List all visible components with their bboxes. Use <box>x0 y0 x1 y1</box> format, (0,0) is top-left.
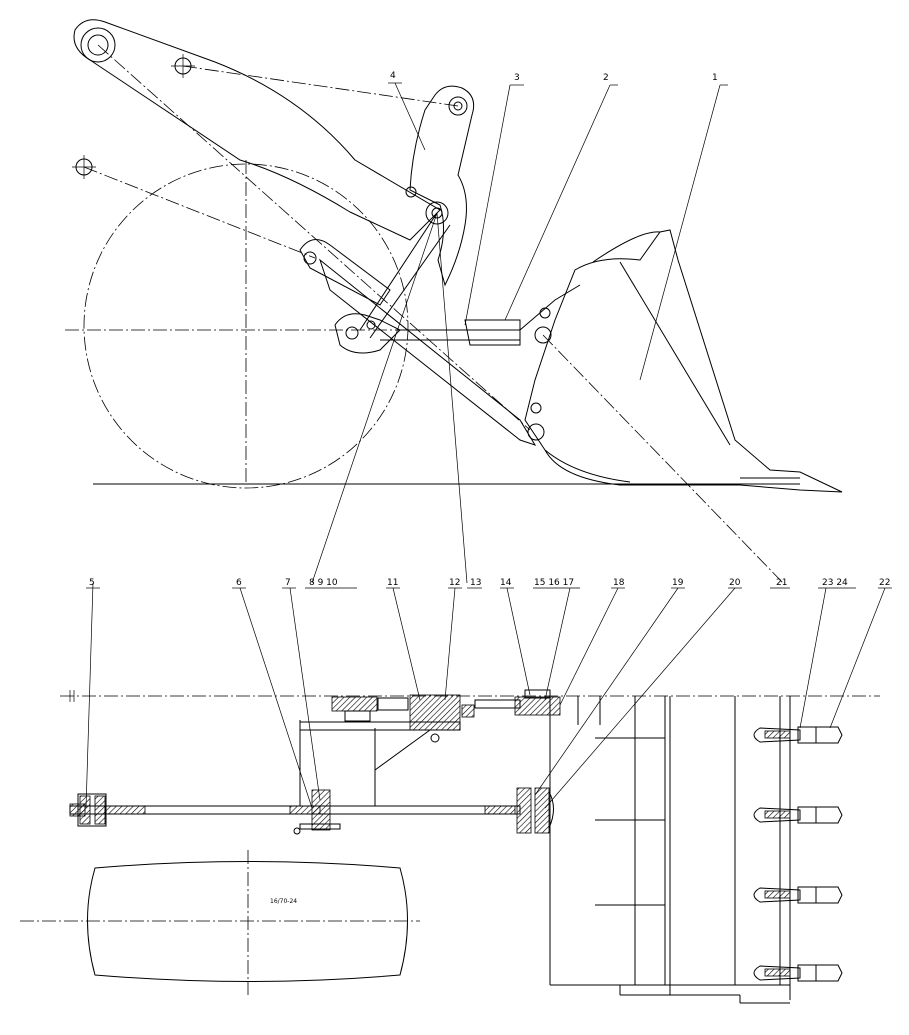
label-part-22: 22 <box>879 578 890 588</box>
boom-arm <box>73 19 537 446</box>
label-part-13: 13 <box>470 578 481 588</box>
rocker-arm <box>182 65 475 287</box>
bucket-teeth <box>753 726 843 982</box>
label-part-18: 18 <box>613 578 625 588</box>
label-part-4: 4 <box>390 71 396 81</box>
leader-13 <box>436 212 468 584</box>
label-part-12: 12 <box>449 578 460 588</box>
side-view <box>65 19 843 586</box>
tire-size-note: 16/70-24 <box>270 898 297 905</box>
label-part-19: 19 <box>672 578 684 588</box>
tilt-link <box>334 212 521 354</box>
label-part-3: 3 <box>514 73 520 83</box>
bucket-plan <box>549 696 791 1004</box>
bucket <box>519 229 843 586</box>
label-part-1: 1 <box>712 73 718 83</box>
label-part-11: 11 <box>387 578 398 588</box>
leader-8 <box>311 212 438 584</box>
label-part-15-16-17: 15 16 17 <box>534 578 574 588</box>
plan-leaders <box>85 582 892 809</box>
label-part-14: 14 <box>500 578 512 588</box>
label-part-5: 5 <box>89 578 95 588</box>
label-part-21: 21 <box>776 578 787 588</box>
label-part-6: 6 <box>236 578 242 588</box>
label-part-23-24: 23 24 <box>822 578 848 588</box>
tire-plan: 16/70-24 <box>20 850 420 995</box>
front-wheel-outline <box>83 163 409 489</box>
label-part-8-9-10: 8 9 10 <box>309 578 338 588</box>
part-number-labels: 1 2 3 4 5 6 7 8 9 10 11 12 13 14 15 16 1… <box>89 71 890 588</box>
label-part-7: 7 <box>285 578 291 588</box>
lift-cylinder <box>83 166 391 306</box>
plan-view: 16/70-24 <box>20 582 892 1004</box>
label-part-2: 2 <box>603 73 609 83</box>
label-part-20: 20 <box>729 578 741 588</box>
